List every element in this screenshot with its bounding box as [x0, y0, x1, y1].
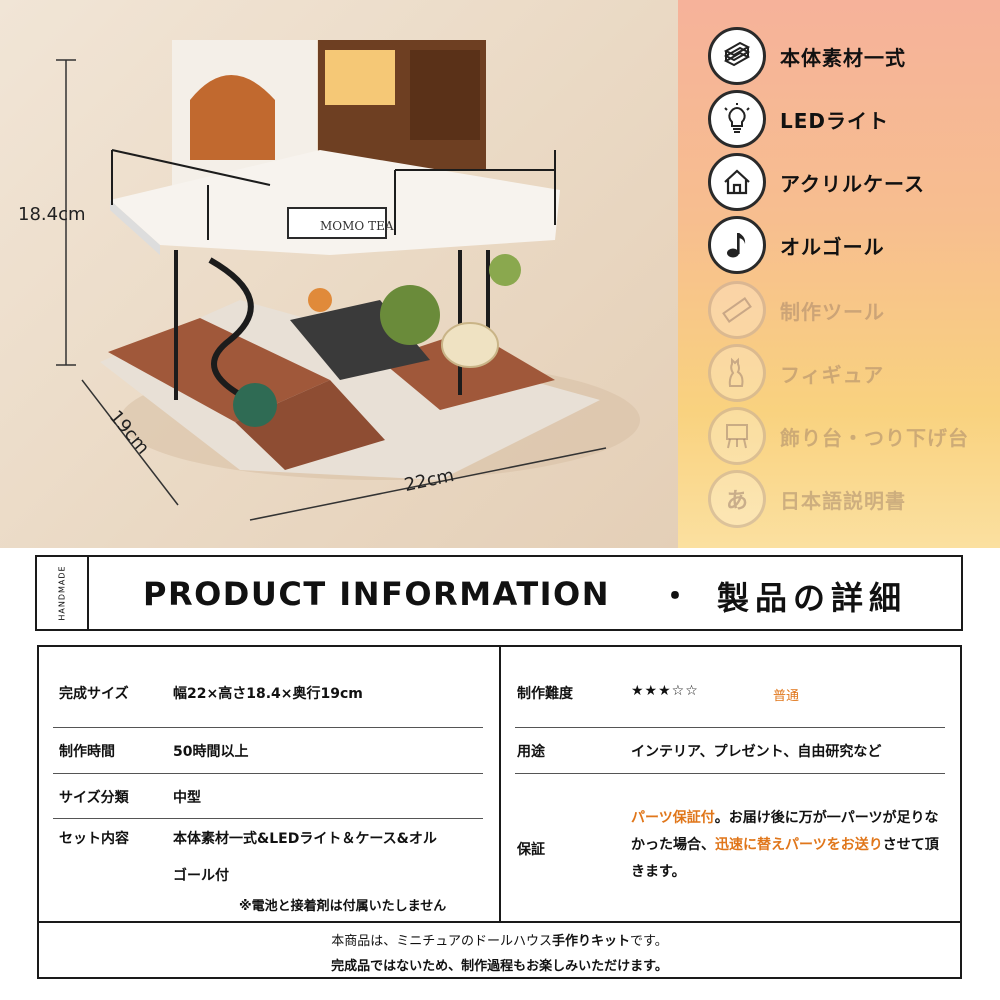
product-info-table: 完成サイズ 幅22×高さ18.4×奥行19cm 制作時間 50時間以上 サイズ分…: [37, 645, 962, 979]
time-label: 制作時間: [59, 744, 115, 760]
difficulty-label: 制作難度: [517, 686, 573, 702]
feature-led: LEDライト: [708, 90, 998, 148]
product-information-header: HANDMADE PRODUCT INFORMATION ・ 製品の詳細: [35, 555, 963, 631]
title-english: PRODUCT INFORMATION: [143, 575, 611, 613]
brand-tag: HANDMADE: [37, 557, 89, 629]
size-value: 幅22×高さ18.4×奥行19cm: [173, 686, 363, 702]
time-value: 50時間以上: [173, 744, 249, 760]
ruler-icon: [708, 281, 766, 339]
warranty-label: 保証: [517, 842, 545, 858]
feature-label: 日本語説明書: [780, 488, 906, 513]
brand-text: HANDMADE: [57, 565, 67, 621]
feature-manual: あ 日本語説明書: [708, 470, 998, 528]
set-contents-label: セット内容: [59, 831, 129, 847]
row-rule: [53, 773, 483, 774]
use-label: 用途: [517, 744, 545, 760]
feature-label: 本体素材一式: [780, 45, 906, 70]
row-rule: [53, 727, 483, 728]
difficulty-stars: ★★★☆☆: [631, 683, 699, 699]
footer-text: 本商品は、ミニチュアのドールハウス: [331, 934, 553, 949]
footer-emphasis: 手作りキット: [552, 934, 631, 949]
cat-icon: [708, 344, 766, 402]
dollhouse-illustration: MOMO TEA: [56, 40, 640, 521]
warranty-body: 。お届け後に万が一パーツが足りなかった場合、: [631, 810, 939, 853]
warranty-text: パーツ保証付。お届け後に万が一パーツが足りなかった場合、迅速に替えパーツをお送り…: [631, 805, 951, 886]
difficulty-level: 普通: [773, 689, 800, 704]
light-bulb-icon: [708, 90, 766, 148]
feature-figure: フィギュア: [708, 344, 998, 402]
warranty-end: させて頂きます。: [631, 837, 939, 880]
row-rule: [515, 773, 945, 774]
music-note-icon: [708, 216, 766, 274]
height-dimension: 18.4cm: [18, 204, 86, 225]
footer-line-1: 本商品は、ミニチュアのドールハウス手作りキットです。: [39, 930, 960, 949]
footer-line-2: 完成品ではないため、制作過程もお楽しみいただけます。: [331, 959, 668, 974]
product-photo: MOMO TEA 18.4cm 19cm 22cm: [0, 0, 678, 548]
set-contents-note: ※電池と接着剤は付属いたしません: [239, 899, 447, 914]
feature-tools: 制作ツール: [708, 281, 998, 339]
house-icon: [708, 153, 766, 211]
feature-label: オルゴール: [780, 234, 885, 259]
stand-icon: [708, 407, 766, 465]
warranty-highlight-2: 迅速に替えパーツをお送り: [715, 837, 883, 853]
size-class-label: サイズ分類: [59, 790, 129, 806]
footer-text-end: です。: [630, 934, 668, 949]
feature-label: フィギュア: [780, 362, 885, 387]
title-separator: ・: [659, 577, 692, 615]
set-contents-value-cont: ゴール付: [173, 868, 229, 884]
hiragana-a-icon: あ: [708, 470, 766, 528]
feature-acrylic-case: アクリルケース: [708, 153, 998, 211]
row-rule: [53, 818, 483, 819]
size-label: 完成サイズ: [59, 686, 129, 702]
feature-stand: 飾り台・つり下げ台: [708, 407, 998, 465]
column-divider: [499, 647, 501, 921]
feature-label: アクリルケース: [780, 171, 925, 196]
feature-materials: 本体素材一式: [708, 27, 998, 85]
use-value: インテリア、プレゼント、自由研究など: [631, 744, 882, 760]
title-japanese: 製品の詳細: [717, 579, 908, 617]
feature-label: 制作ツール: [780, 299, 885, 324]
warranty-highlight: パーツ保証付: [631, 810, 715, 826]
feature-music-box: オルゴール: [708, 216, 998, 274]
feature-label: LEDライト: [780, 108, 890, 133]
row-rule: [515, 727, 945, 728]
wood-planks-icon: [708, 27, 766, 85]
included-items-panel: 本体素材一式 LEDライト アクリルケース オルゴール 制作ツール フィギュア: [678, 0, 1000, 548]
table-footer-divider: [39, 921, 960, 923]
feature-label: 飾り台・つり下げ台: [780, 425, 969, 450]
set-contents-value: 本体素材一式&LEDライト＆ケース&オル: [173, 831, 437, 847]
sign-text: MOMO TEA: [320, 219, 394, 233]
size-class-value: 中型: [173, 790, 201, 806]
